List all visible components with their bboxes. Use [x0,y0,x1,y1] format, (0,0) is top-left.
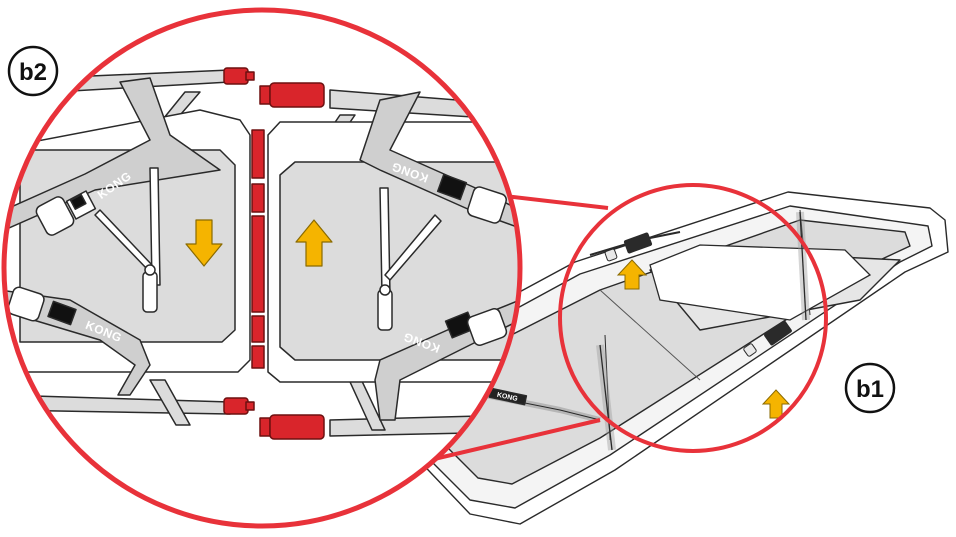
arrow-up-icon [295,219,333,267]
callout-b2-circle [7,45,59,97]
b2-connector-top-right [259,82,325,108]
b1-connector-bottom [743,320,792,357]
callout-b1-circle [844,362,896,414]
b2-red-joint [251,129,265,369]
b1-connector-top [604,232,653,262]
b2-highlight-ring [1,7,523,529]
b2-connector-top-left [223,67,255,85]
callout-connector [429,194,609,462]
arrow-up-icon [616,259,648,290]
callout-b2: b2 [7,45,59,97]
arrow-down-icon [185,219,223,267]
callout-b1-label: b1 [856,376,884,403]
callout-b1: b1 [844,362,896,414]
b2-connector-bottom-right [259,414,325,440]
b1-highlight-ring [558,183,828,453]
callout-b2-label: b2 [19,59,47,86]
foot-strap-brand: KONG [496,392,519,403]
detail-circle-b2: KONG KONG KONG KONG [4,67,520,440]
b2-lock-lever-right [377,187,442,331]
b2-connector-bottom-left [223,397,255,415]
stretcher-seam [599,289,701,381]
b2-lock-lever-left [94,167,161,313]
b2-buckles [7,186,508,346]
detail-circle-b1 [558,183,872,453]
